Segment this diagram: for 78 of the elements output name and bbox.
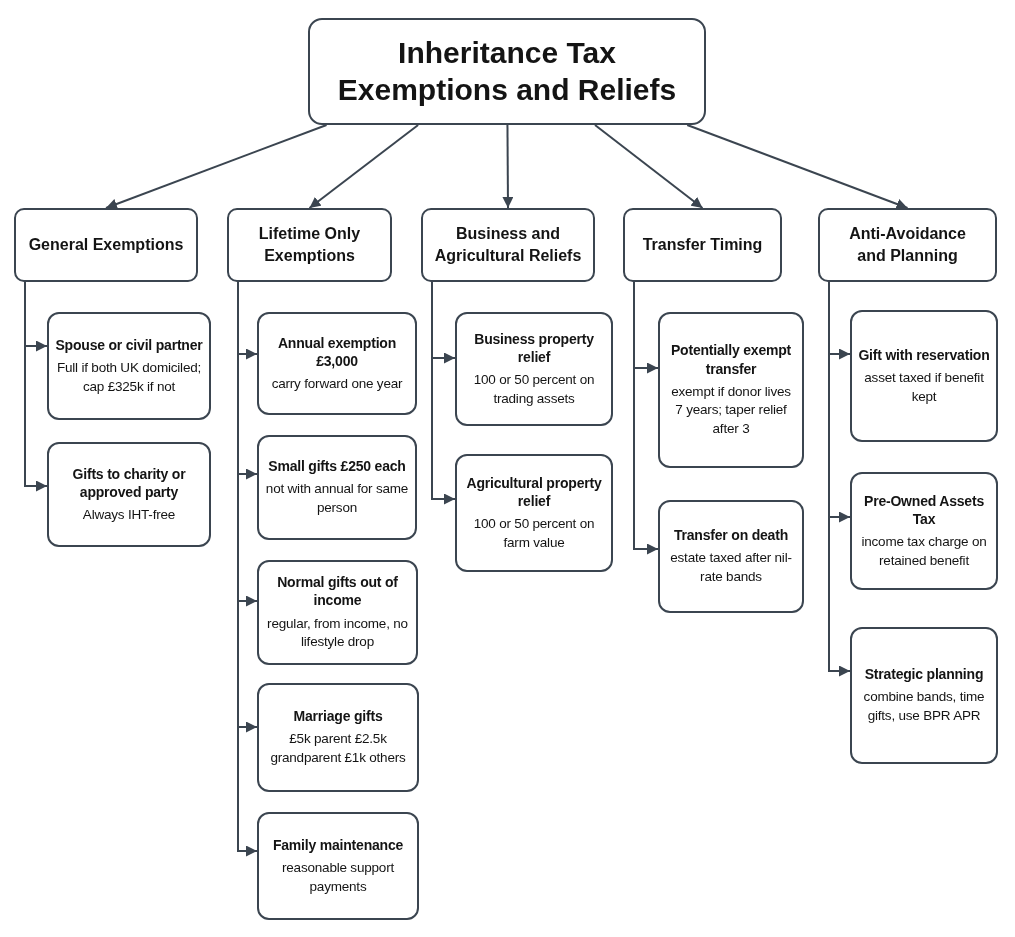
- item-box: [850, 310, 998, 442]
- topic-heading: Inheritance Tax Exemptions and Reliefs: [336, 34, 678, 108]
- category-box: [14, 208, 198, 282]
- item-description: 100 or 50 percent on farm value: [472, 515, 596, 552]
- item-description: carry forward one year: [271, 374, 403, 393]
- item-description: not with annual for same person: [265, 480, 409, 518]
- item-heading: Business property relief: [473, 329, 595, 367]
- item-heading: Agricultural property relief: [465, 473, 603, 511]
- arrow: [236, 721, 258, 733]
- item-heading: Pre-Owned Assets Tax: [863, 491, 985, 529]
- item-heading: Family maintenance: [272, 835, 404, 854]
- item-heading: Marriage gifts: [293, 707, 383, 726]
- item-box: [455, 312, 613, 426]
- arrow: [686, 124, 909, 210]
- item-box: [658, 312, 804, 468]
- item-heading: Gifts to charity or approved party: [71, 464, 187, 501]
- arrow: [632, 362, 659, 374]
- item-description: 100 or 50 percent on trading assets: [472, 371, 596, 408]
- item-box: [47, 442, 211, 547]
- item-description: estate taxed after nil-rate bands: [669, 549, 793, 587]
- arrow: [594, 124, 704, 209]
- item-description: reasonable support payments: [281, 858, 395, 896]
- item-heading: Annual exemption £3,000: [276, 333, 398, 370]
- item-box: [257, 683, 419, 792]
- item-description: income tax charge on retained benefit: [860, 533, 988, 570]
- item-heading: Transfer on death: [673, 526, 789, 545]
- item-box: [257, 312, 417, 415]
- item-box: [257, 812, 419, 920]
- item-box: [658, 500, 804, 613]
- item-heading: Potentially exempt transfer: [669, 341, 793, 378]
- arrow: [23, 340, 48, 352]
- arrow: [430, 352, 456, 364]
- arrow: [430, 493, 456, 505]
- category-heading: Transfer Timing: [642, 234, 763, 255]
- item-description: combine bands, time gifts, use BPR APR: [862, 688, 986, 726]
- connector-line: [828, 281, 830, 672]
- arrow: [308, 124, 420, 209]
- item-heading: Strategic planning: [864, 665, 984, 684]
- category-heading: Lifetime Only Exemptions: [257, 223, 362, 266]
- arrow: [236, 595, 258, 607]
- item-box: [47, 312, 211, 420]
- arrow: [23, 480, 48, 492]
- connector-line: [24, 281, 26, 487]
- category-box: [227, 208, 392, 282]
- item-box: [257, 435, 417, 540]
- item-heading: Gift with reservation: [858, 345, 990, 364]
- item-box: [850, 472, 998, 590]
- arrow: [236, 348, 258, 360]
- category-box: [623, 208, 782, 282]
- arrow: [236, 468, 258, 480]
- item-description: Always IHT-free: [82, 505, 176, 524]
- arrow: [502, 124, 514, 209]
- category-heading: Anti-Avoidance and Planning: [848, 223, 967, 266]
- item-box: [257, 560, 418, 665]
- connector-line: [431, 281, 433, 500]
- item-description: £5k parent £2.5k grandparent £1k others: [269, 730, 407, 768]
- item-box: [850, 627, 998, 764]
- item-heading: Spouse or civil partner: [55, 335, 203, 354]
- item-heading: Normal gifts out of income: [276, 573, 399, 610]
- arrow: [105, 124, 328, 210]
- connector-line: [237, 281, 239, 852]
- arrow: [632, 543, 659, 555]
- item-heading: Small gifts £250 each: [268, 457, 406, 476]
- connector-line: [633, 281, 635, 550]
- arrow: [827, 348, 851, 360]
- item-description: Full if both UK domiciled; cap £325k if not: [55, 358, 203, 396]
- arrow: [236, 845, 258, 857]
- topic-box: [308, 18, 706, 125]
- arrow: [827, 511, 851, 523]
- arrow: [827, 665, 851, 677]
- item-description: asset taxed if benefit kept: [863, 368, 985, 406]
- category-box: [421, 208, 595, 282]
- category-heading: Business and Agricultural Reliefs: [433, 223, 583, 266]
- item-description: exempt if donor lives 7 years; taper relief after 3: [670, 382, 792, 438]
- item-description: regular, from income, no lifestyle drop: [266, 614, 409, 652]
- category-heading: General Exemptions: [28, 234, 184, 255]
- category-box: [818, 208, 997, 282]
- item-box: [455, 454, 613, 572]
